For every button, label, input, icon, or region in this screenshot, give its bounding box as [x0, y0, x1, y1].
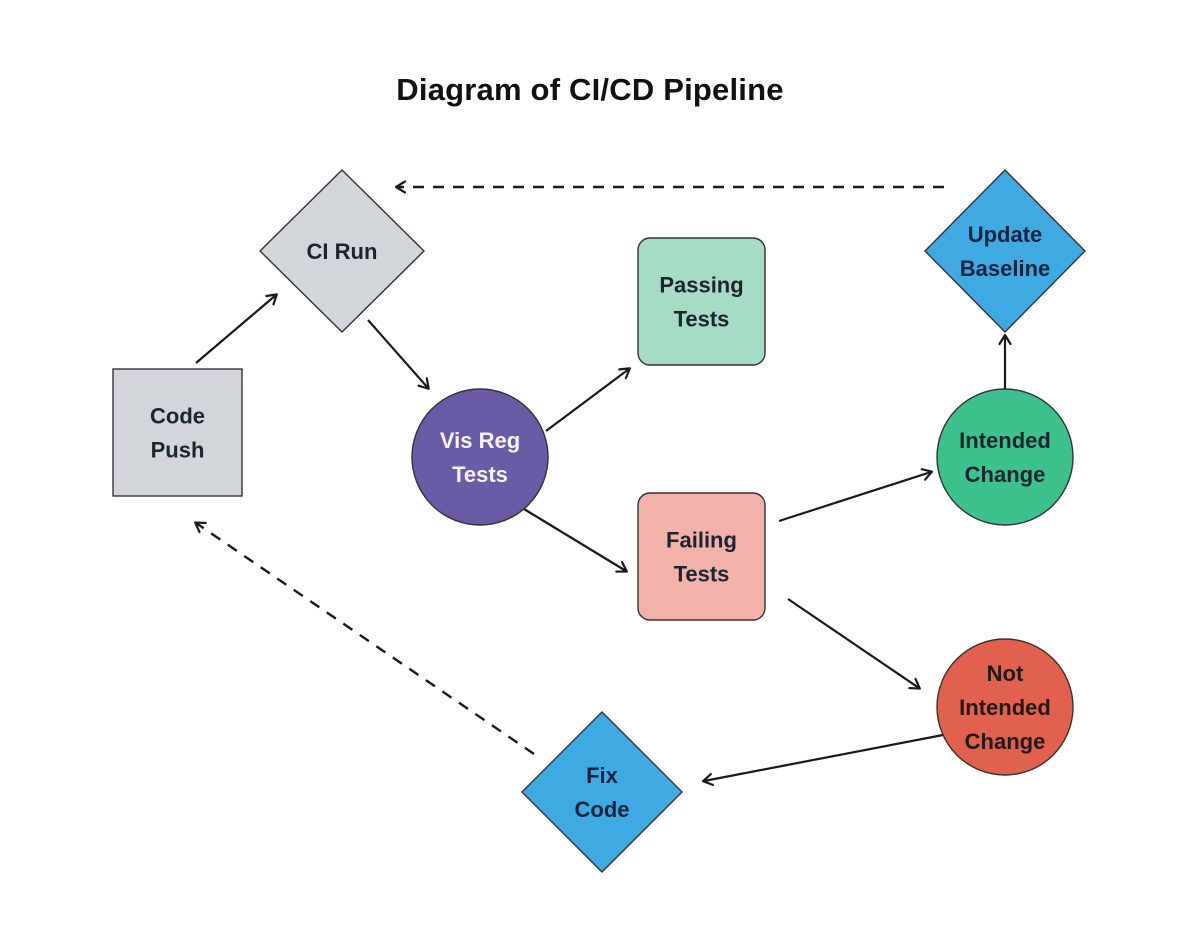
- rounded-rect-shape: [637, 237, 766, 366]
- edge-vis-reg-tests-to-failing-tests: [523, 508, 628, 573]
- edge-failing-tests-to-intended-change: [778, 468, 934, 523]
- edge-ci-run-to-vis-reg-tests: [367, 319, 430, 390]
- circle-shape: [936, 638, 1074, 776]
- rounded-rect-shape: [637, 492, 766, 621]
- circle-shape: [936, 388, 1074, 526]
- diamond-shape: [924, 169, 1086, 333]
- edge-code-push-to-ci-run: [195, 293, 278, 364]
- circle-shape: [411, 388, 549, 526]
- edge-fix-code-to-code-push: [194, 521, 535, 755]
- edge-not-intended-to-fix-code: [701, 733, 944, 786]
- node-ci-run: CI Run: [259, 169, 425, 333]
- edges-layer: [194, 180, 1012, 786]
- edge-failing-tests-to-not-intended: [787, 598, 921, 690]
- diagram-title: Diagram of CI/CD Pipeline: [396, 72, 784, 107]
- diamond-shape: [259, 169, 425, 333]
- diamond-shape: [521, 711, 683, 873]
- square-shape: [112, 368, 243, 497]
- edge-vis-reg-tests-to-passing-tests: [545, 367, 631, 432]
